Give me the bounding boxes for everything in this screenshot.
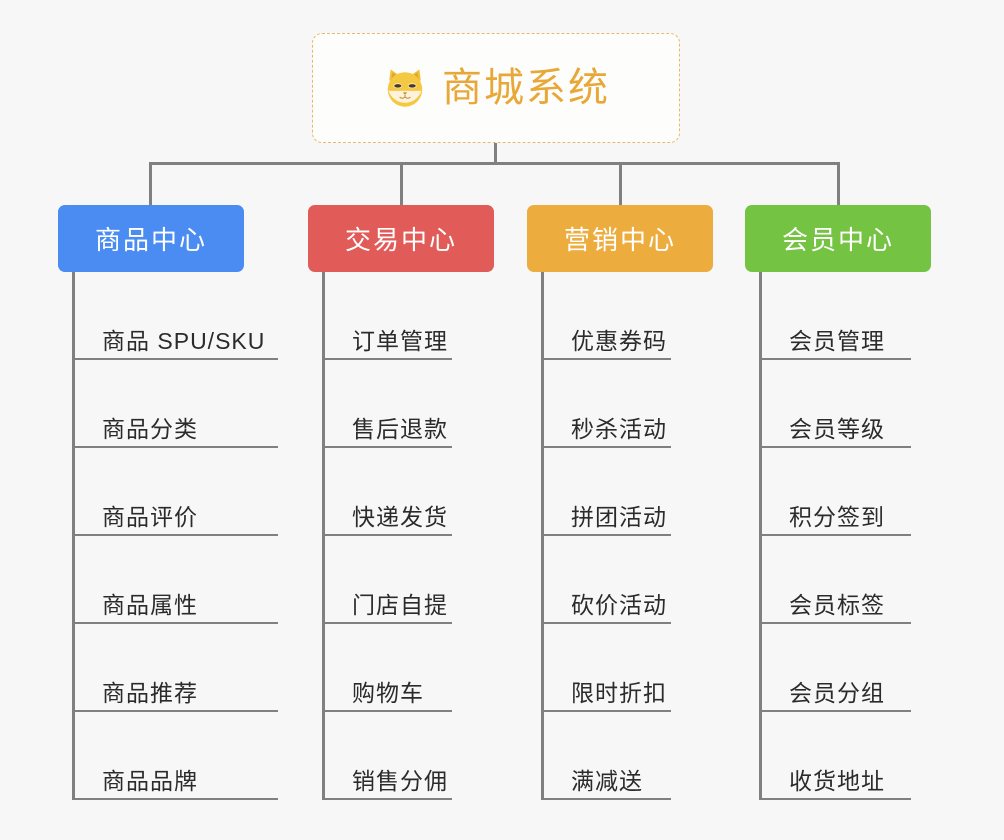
connector-root-stem: [494, 143, 497, 165]
leaf-item[interactable]: 会员管理: [759, 272, 911, 360]
leaf-item-label: 砍价活动: [571, 591, 667, 618]
column-spine: [759, 272, 762, 800]
leaf-item-label: 售后退款: [352, 415, 448, 442]
leaf-item[interactable]: 商品 SPU/SKU: [72, 272, 278, 360]
leaf-item-label: 会员标签: [789, 591, 885, 618]
leaf-item[interactable]: 会员分组: [759, 624, 911, 712]
leaf-item-label: 商品分类: [102, 415, 198, 442]
connector-horizontal-bus: [150, 162, 840, 165]
column-spine: [541, 272, 544, 800]
leaf-item-label: 限时折扣: [571, 679, 667, 706]
connector-drop-2: [400, 162, 403, 207]
leaf-item[interactable]: 快递发货: [322, 448, 452, 536]
root-node[interactable]: 商城系统: [312, 33, 680, 143]
shiba-dog-icon: [382, 65, 428, 111]
leaf-item-label: 订单管理: [352, 327, 448, 354]
leaf-item[interactable]: 收货地址: [759, 712, 911, 800]
leaf-item-label: 积分签到: [789, 503, 885, 530]
leaf-item[interactable]: 砍价活动: [541, 536, 671, 624]
leaf-item-label: 会员管理: [789, 327, 885, 354]
leaf-item[interactable]: 积分签到: [759, 448, 911, 536]
leaf-item-label: 商品品牌: [102, 767, 198, 794]
leaf-item-label: 会员分组: [789, 679, 885, 706]
leaf-item-label: 快递发货: [352, 503, 448, 530]
leaf-item-label: 商品评价: [102, 503, 198, 530]
leaf-item[interactable]: 销售分佣: [322, 712, 452, 800]
leaf-item-label: 拼团活动: [571, 503, 667, 530]
leaf-item-label: 优惠券码: [571, 327, 667, 354]
connector-drop-4: [837, 162, 840, 207]
column-spine: [322, 272, 325, 800]
leaf-item[interactable]: 优惠券码: [541, 272, 671, 360]
leaf-item-label: 购物车: [352, 679, 424, 706]
category-label: 营销中心: [563, 225, 676, 255]
leaf-item-label: 门店自提: [352, 591, 448, 618]
leaf-item[interactable]: 商品分类: [72, 360, 278, 448]
column-spine: [72, 272, 75, 800]
leaf-item[interactable]: 订单管理: [322, 272, 452, 360]
connector-drop-3: [619, 162, 622, 207]
leaf-item[interactable]: 秒杀活动: [541, 360, 671, 448]
category-label: 交易中心: [344, 225, 457, 255]
category-box-product-center[interactable]: 商品中心: [58, 205, 244, 272]
leaf-item[interactable]: 会员等级: [759, 360, 911, 448]
leaf-item[interactable]: 商品属性: [72, 536, 278, 624]
category-box-trade-center[interactable]: 交易中心: [308, 205, 494, 272]
leaf-item[interactable]: 门店自提: [322, 536, 452, 624]
leaf-item[interactable]: 会员标签: [759, 536, 911, 624]
root-title: 商城系统: [442, 66, 610, 110]
leaf-item[interactable]: 售后退款: [322, 360, 452, 448]
connector-drop-1: [149, 162, 152, 207]
leaf-item-label: 商品 SPU/SKU: [102, 327, 266, 354]
category-label: 商品中心: [94, 225, 207, 255]
category-box-member-center[interactable]: 会员中心: [745, 205, 931, 272]
leaf-item[interactable]: 商品评价: [72, 448, 278, 536]
leaf-item-label: 商品属性: [102, 591, 198, 618]
leaf-item-label: 满减送: [571, 767, 643, 794]
leaf-item[interactable]: 购物车: [322, 624, 452, 712]
leaf-item[interactable]: 满减送: [541, 712, 671, 800]
leaf-item[interactable]: 拼团活动: [541, 448, 671, 536]
leaf-item-label: 秒杀活动: [571, 415, 667, 442]
leaf-item-label: 会员等级: [789, 415, 885, 442]
leaf-item[interactable]: 商品推荐: [72, 624, 278, 712]
category-box-marketing-center[interactable]: 营销中心: [527, 205, 713, 272]
leaf-item[interactable]: 限时折扣: [541, 624, 671, 712]
category-label: 会员中心: [781, 225, 894, 255]
leaf-item-label: 销售分佣: [352, 767, 448, 794]
leaf-item-label: 商品推荐: [102, 679, 198, 706]
leaf-item[interactable]: 商品品牌: [72, 712, 278, 800]
leaf-item-label: 收货地址: [789, 767, 885, 794]
